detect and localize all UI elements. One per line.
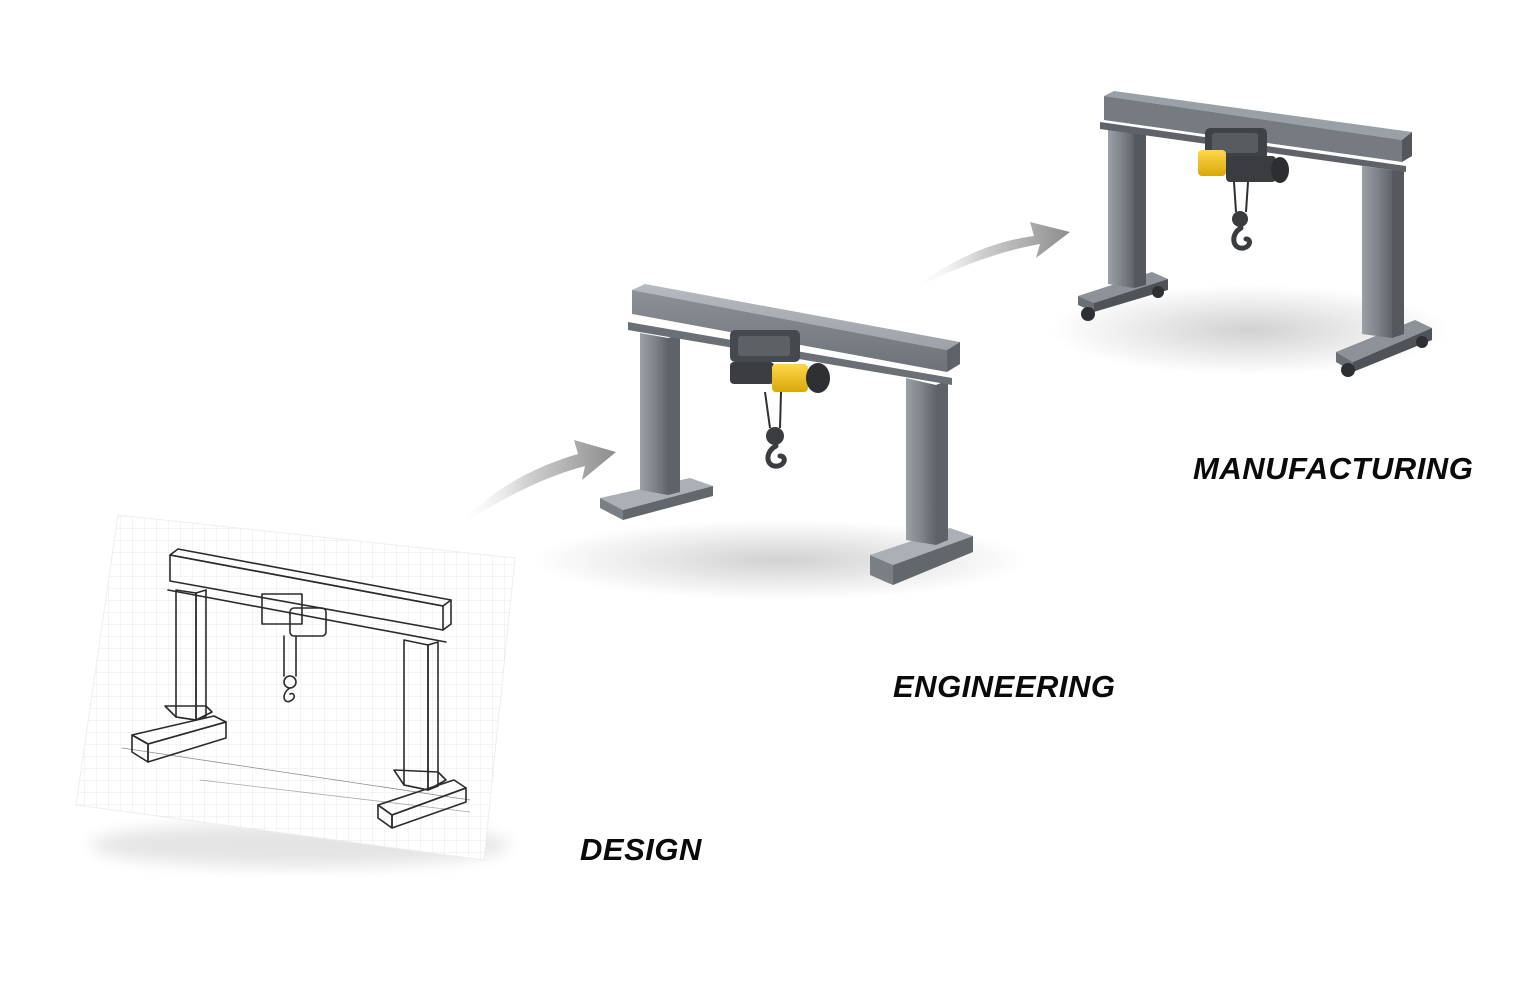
design-sketch [75,514,516,867]
engineering-crane [530,284,1030,600]
hook-icon [765,427,787,469]
manufacturing-crane [1050,91,1450,377]
stage-label-design: DESIGN [580,832,702,867]
arrow-right-icon [908,222,1070,292]
hook-icon [1231,211,1252,251]
arrow-right-icon [455,440,616,528]
stage-label-manufacturing: MANUFACTURING [1193,451,1474,486]
gantry-crane-icon [121,548,471,829]
stage-label-engineering: ENGINEERING [893,669,1116,704]
